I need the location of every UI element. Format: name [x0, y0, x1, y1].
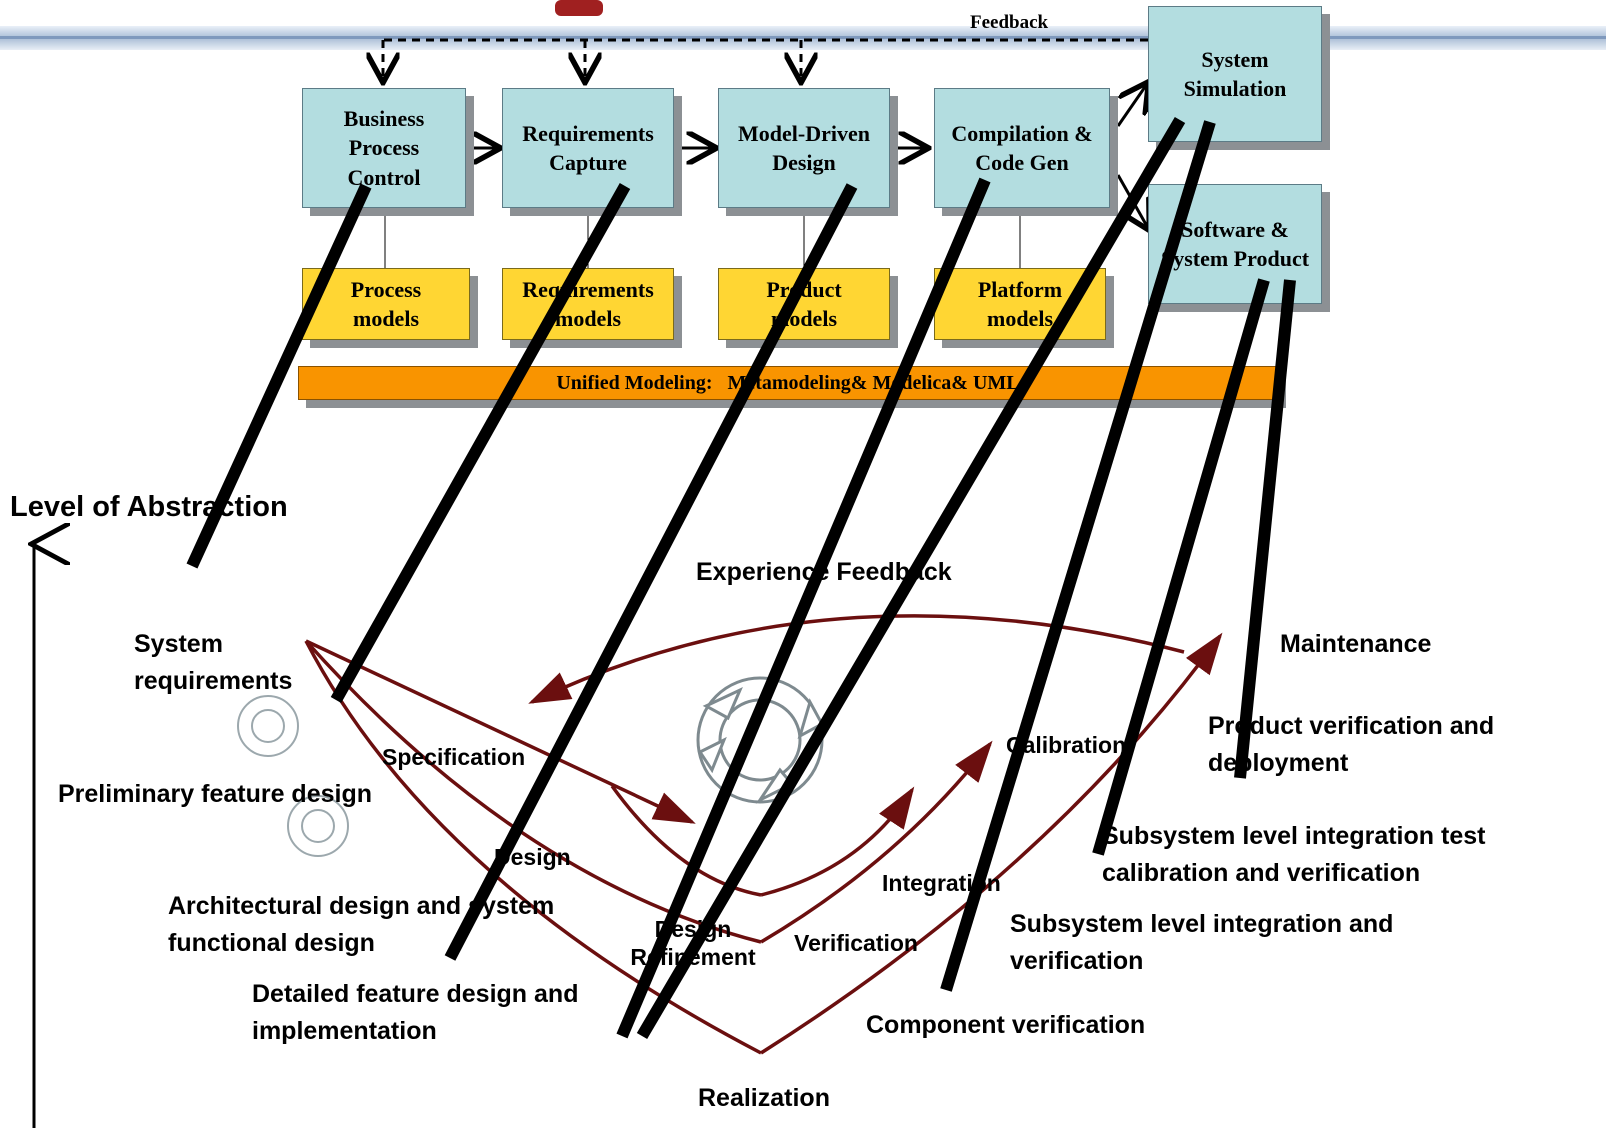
label-verification: Verification — [794, 930, 918, 956]
label-architectural-design: Architectural design and system function… — [168, 892, 555, 957]
label-detailed-feature-design: Detailed feature design and implementati… — [252, 980, 579, 1045]
cycle-icon-small-1 — [237, 695, 299, 757]
label-system-requirements: System requirements — [134, 630, 293, 695]
stage-compilation-code-gen: Compilation & Code Gen — [934, 88, 1110, 208]
v-inner-right — [760, 786, 915, 897]
map-line-product-1 — [1092, 278, 1270, 856]
v-outer-left — [304, 640, 762, 1055]
map-line-compilation-1 — [616, 177, 991, 1039]
stage-requirements-capture: Requirements Capture — [502, 88, 674, 208]
map-line-model-design — [444, 183, 858, 961]
cycle-icon-small-2 — [287, 795, 349, 857]
arrow-comp-sim — [1116, 84, 1147, 127]
model-platform: Platform models — [934, 268, 1106, 340]
model-process: Process models — [302, 268, 470, 340]
label-component-verification: Component verification — [866, 1011, 1146, 1039]
map-line-simulation-1 — [636, 116, 1186, 1040]
experience-feedback-arc — [528, 614, 1185, 704]
v-inner-left — [610, 784, 762, 897]
label-subsystem-integration: Subsystem level integration and verifica… — [1010, 910, 1394, 975]
label-maintenance: Maintenance — [1280, 630, 1432, 658]
map-line-business-process — [186, 183, 372, 569]
header-band — [0, 0, 1606, 50]
label-realization: Realization — [698, 1084, 830, 1112]
map-line-product-2 — [1234, 279, 1296, 779]
feedback-label: Feedback — [970, 12, 1049, 33]
label-subsystem-integration-test: Subsystem level integration test calibra… — [1102, 822, 1486, 887]
unified-modeling-bar: Unified Modeling: Metamodeling& Modelica… — [298, 366, 1278, 400]
map-line-simulation-2 — [940, 120, 1216, 992]
map-line-requirements — [330, 183, 631, 703]
v-middle-right — [760, 740, 993, 944]
v-middle-left — [304, 639, 762, 944]
stage-business-process-control: Business Process Control — [302, 88, 466, 208]
model-requirements: Requirements models — [502, 268, 674, 340]
label-product-verification: Product verification and deployment — [1208, 712, 1495, 777]
cycle-icon-large — [696, 676, 825, 804]
stage-model-driven-design: Model-Driven Design — [718, 88, 890, 208]
axis-label-level-of-abstraction: Level of Abstraction — [10, 491, 288, 523]
v-outer-right — [760, 632, 1223, 1055]
label-preliminary-feature-design: Preliminary feature design — [58, 780, 373, 808]
label-specification: Specification — [382, 744, 526, 770]
specification-arrow — [305, 639, 696, 824]
